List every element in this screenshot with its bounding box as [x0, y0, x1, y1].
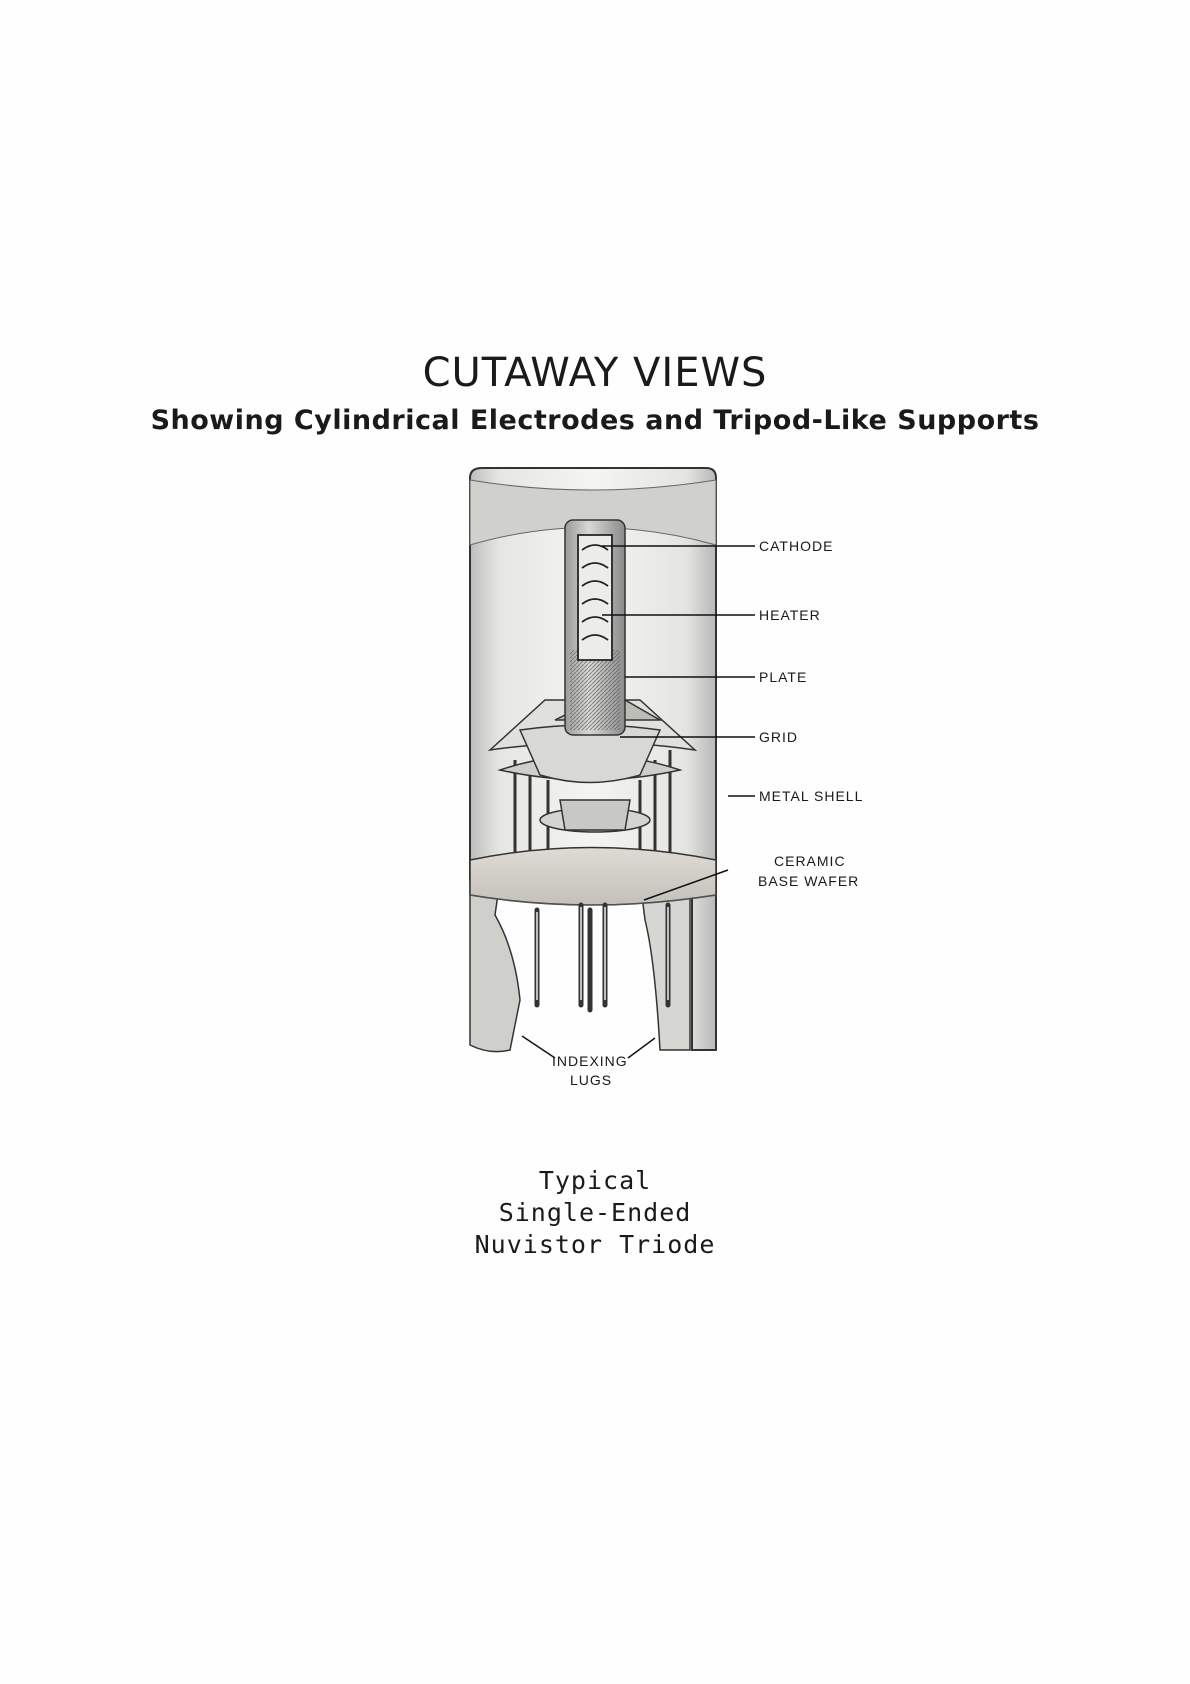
- label-indexing: INDEXING: [552, 1053, 628, 1069]
- label-base-wafer: BASE WAFER: [758, 873, 859, 889]
- label-cathode: CATHODE: [759, 538, 833, 554]
- ceramic-base-wafer: [470, 848, 716, 906]
- label-grid: GRID: [759, 729, 798, 745]
- label-metal-shell: METAL SHELL: [759, 788, 863, 804]
- caption-line-3: Nuvistor Triode: [0, 1229, 1190, 1261]
- label-plate: PLATE: [759, 669, 807, 685]
- cathode-heater: [578, 535, 612, 660]
- label-ceramic: CERAMIC: [774, 853, 846, 869]
- caption-line-2: Single-Ended: [0, 1197, 1190, 1229]
- label-heater: HEATER: [759, 607, 821, 623]
- figure-caption: Typical Single-Ended Nuvistor Triode: [0, 1165, 1190, 1261]
- label-lugs: LUGS: [570, 1072, 612, 1088]
- caption-line-1: Typical: [0, 1165, 1190, 1197]
